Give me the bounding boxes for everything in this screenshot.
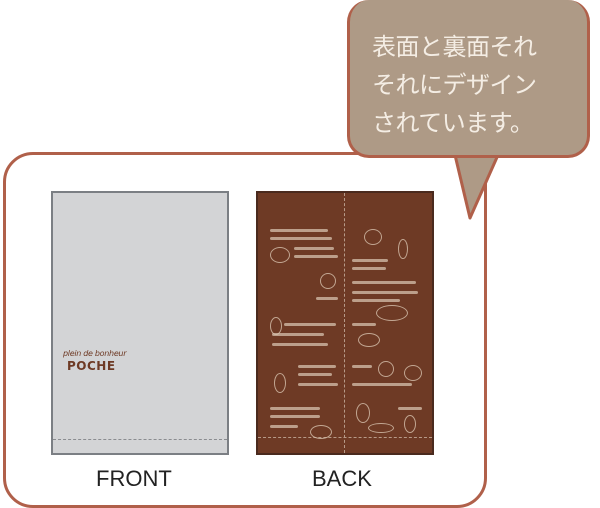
illustration-text — [294, 247, 334, 250]
illustration-text — [352, 259, 388, 262]
back-label: BACK — [312, 466, 372, 491]
illustration-text — [298, 365, 336, 368]
utensil-doodle-icon — [274, 373, 286, 393]
illustration-text — [352, 281, 416, 284]
illustration-text — [294, 255, 338, 258]
fold-line — [258, 437, 432, 438]
front-panel: plein de bonheur POCHE — [51, 191, 229, 455]
teacup-doodle-icon — [310, 425, 332, 439]
illustration-text — [352, 383, 412, 386]
illustration-text — [270, 229, 328, 232]
flower-doodle-icon — [364, 229, 382, 245]
illustration-text — [270, 237, 332, 240]
illustration-text — [352, 267, 386, 270]
illustration-text — [284, 323, 336, 326]
bubble-text: 表面と裏面それ それにデザイン されています。 — [372, 33, 537, 137]
back-panel — [256, 191, 434, 455]
illustration-text — [270, 415, 320, 418]
illustration-text — [272, 343, 328, 346]
center-fold-line — [344, 193, 345, 453]
illustration-text — [352, 323, 376, 326]
spoon-doodle-icon — [368, 423, 394, 433]
illustration-text — [398, 407, 422, 410]
logo-tagline: plein de bonheur — [63, 349, 127, 358]
illustration-text — [352, 365, 372, 368]
illustration-text — [352, 299, 400, 302]
jar-doodle-icon — [356, 403, 370, 423]
carrot-doodle-icon — [398, 239, 408, 259]
illustration-text — [270, 407, 320, 410]
logo-name: POCHE — [67, 359, 116, 373]
basket-doodle-icon — [404, 365, 422, 381]
apple-doodle-icon — [378, 361, 394, 377]
fold-line — [53, 439, 227, 440]
illustration-text — [270, 425, 298, 428]
speech-bubble: 表面と裏面それ それにデザイン されています。 — [347, 0, 590, 158]
illustration-text — [316, 297, 338, 300]
illustration-text — [298, 373, 332, 376]
bread-doodle-icon — [358, 333, 380, 347]
illustration-text — [272, 333, 324, 336]
can-doodle-icon — [404, 415, 416, 433]
pan-doodle-icon — [376, 305, 408, 321]
poche-logo: plein de bonheur POCHE — [63, 349, 127, 373]
pot-doodle-icon — [270, 247, 290, 263]
illustration-text — [298, 383, 338, 386]
illustration-text — [352, 291, 418, 294]
cabbage-doodle-icon — [320, 273, 336, 289]
front-label: FRONT — [96, 466, 172, 491]
